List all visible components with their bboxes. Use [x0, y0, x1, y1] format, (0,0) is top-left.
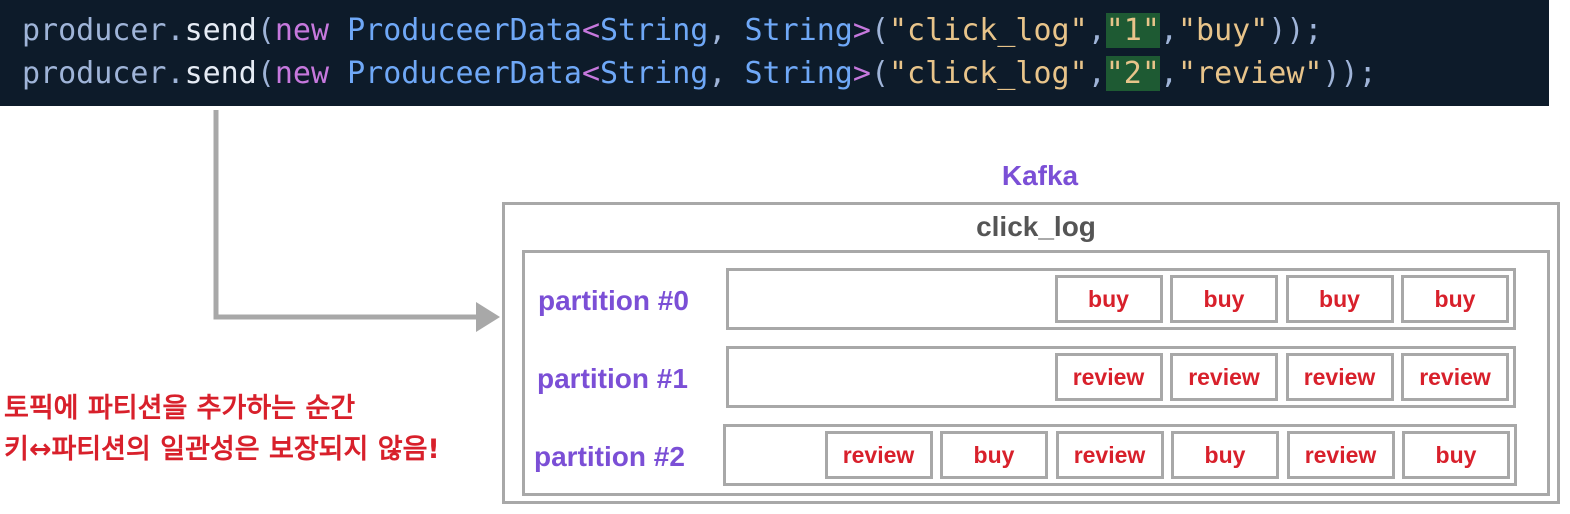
- code-token: String: [744, 13, 853, 48]
- code-token: "click_log": [889, 13, 1088, 48]
- message-cell-review: review: [1055, 431, 1164, 479]
- code-token: >: [852, 56, 871, 91]
- code-token: (: [256, 13, 275, 48]
- message-cell-buy: buy: [940, 431, 1048, 479]
- message-cell-review: review: [1285, 353, 1394, 401]
- code-token: producer: [22, 56, 167, 91]
- message-cell-buy: buy: [1054, 275, 1163, 323]
- message-cell-review: review: [1286, 431, 1395, 479]
- message-cell-buy: buy: [1402, 431, 1510, 479]
- message-cell-buy: buy: [1171, 431, 1279, 479]
- code-line-2: producer.send(new ProduceerData<String, …: [22, 55, 1377, 93]
- message-cell-review: review: [1054, 353, 1163, 401]
- code-token: producer: [22, 13, 167, 48]
- code-token: ));: [1322, 56, 1377, 91]
- code-block: producer.send(new ProduceerData<String, …: [0, 0, 1549, 106]
- code-token: ,: [1087, 13, 1106, 48]
- message-key-highlight: "1": [1105, 13, 1160, 48]
- code-token: String: [600, 56, 709, 91]
- code-token: (: [870, 13, 889, 48]
- code-token: ProduceerData: [347, 13, 582, 48]
- message-cell-review: review: [1401, 353, 1509, 401]
- topic-box: [522, 250, 1550, 496]
- partition-label-0: partition #0: [538, 285, 689, 316]
- code-token: ,: [1087, 56, 1106, 91]
- partition-label-2: partition #2: [534, 441, 685, 472]
- code-token: String: [600, 13, 709, 48]
- kafka-title: Kafka: [1001, 160, 1079, 191]
- note-line-2: 키↔파티션의 일관성은 보장되지 않음!: [4, 434, 440, 465]
- message-cell-review: review: [824, 431, 933, 479]
- code-token: new: [274, 13, 348, 48]
- message-key-highlight: "2": [1105, 56, 1160, 91]
- code-token: ,: [708, 56, 745, 91]
- code-token: .: [166, 56, 185, 91]
- code-token: >: [852, 13, 871, 48]
- code-token: ,: [708, 13, 745, 48]
- code-token: ,: [1159, 56, 1178, 91]
- code-line-1: producer.send(new ProduceerData<String, …: [22, 12, 1323, 50]
- code-token: send: [184, 13, 257, 48]
- message-cell-buy: buy: [1285, 275, 1394, 323]
- topic-title: click_log: [976, 211, 1096, 242]
- code-token: "click_log": [889, 56, 1088, 91]
- kafka-cluster-box: [502, 202, 1560, 504]
- code-token: .: [166, 13, 185, 48]
- message-cell-review: review: [1170, 353, 1278, 401]
- code-token: (: [256, 56, 275, 91]
- code-token: "buy": [1178, 13, 1269, 48]
- message-cell-buy: buy: [1170, 275, 1278, 323]
- connector-line: [213, 110, 478, 320]
- code-token: new: [274, 56, 348, 91]
- arrow-head-icon: [476, 302, 500, 332]
- code-token: <: [581, 56, 600, 91]
- message-cell-buy: buy: [1401, 275, 1509, 323]
- partition-label-1: partition #1: [537, 363, 688, 394]
- code-token: ));: [1268, 13, 1323, 48]
- code-token: String: [744, 56, 853, 91]
- code-token: <: [581, 13, 600, 48]
- code-token: ProduceerData: [347, 56, 582, 91]
- code-token: (: [870, 56, 889, 91]
- note-line-1: 토픽에 파티션을 추가하는 순간: [4, 393, 356, 424]
- code-token: "review": [1178, 56, 1323, 91]
- code-token: send: [184, 56, 257, 91]
- code-token: ,: [1159, 13, 1178, 48]
